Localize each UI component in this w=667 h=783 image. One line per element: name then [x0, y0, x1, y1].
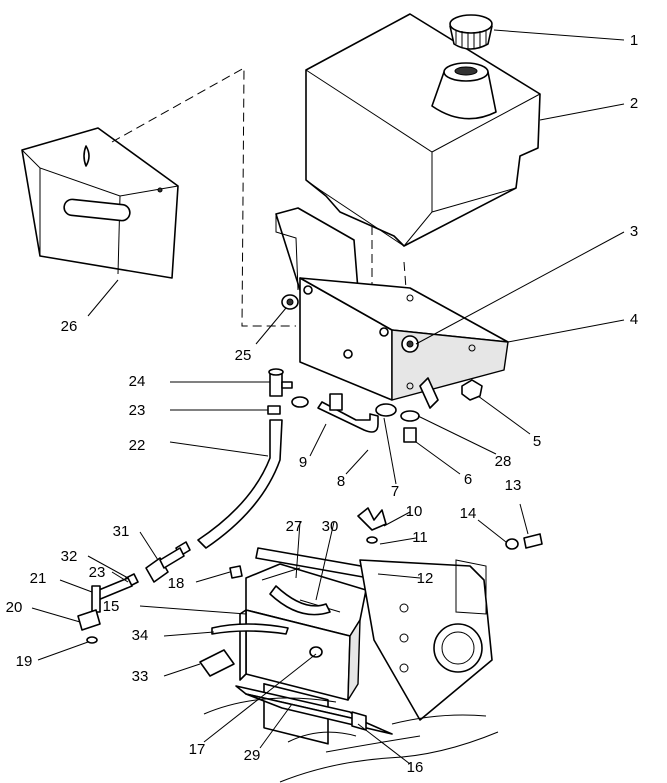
callout-34: 34 [132, 627, 149, 644]
callout-24: 24 [129, 373, 146, 390]
hose-clamp [267, 405, 281, 415]
callout-33: 33 [132, 668, 149, 685]
terminal-bolt [229, 565, 243, 579]
callout-27: 27 [286, 518, 303, 535]
tank-shield [21, 127, 179, 279]
callout-21: 21 [30, 570, 47, 587]
callout-16: 16 [407, 759, 424, 776]
callout-22: 22 [129, 437, 146, 454]
battery-cable [211, 623, 289, 635]
fuel-tank [305, 13, 541, 247]
wing-nut [357, 507, 387, 531]
washer [505, 538, 519, 550]
fuel-shutoff-valve [268, 368, 293, 397]
callout-10: 10 [406, 503, 423, 520]
fuel-hose-upper [291, 393, 397, 433]
fuel-filter [145, 541, 191, 583]
leader-lines [31, 29, 625, 765]
callout-31: 31 [113, 523, 130, 540]
callout-6: 6 [464, 471, 472, 488]
callout-29: 29 [244, 747, 261, 764]
bolt [403, 427, 417, 443]
callout-28: 28 [495, 453, 512, 470]
callout-30: 30 [322, 518, 339, 535]
tank-bracket [275, 207, 509, 409]
callout-18: 18 [168, 575, 185, 592]
callout-11: 11 [412, 529, 428, 546]
callout-23: 23 [129, 402, 146, 419]
callout-4: 4 [630, 311, 638, 328]
washer [366, 536, 378, 544]
callout-3: 3 [630, 223, 638, 240]
callout-19: 19 [16, 653, 33, 670]
callout-numbers: 1234567891011121314151617181920212223232… [6, 32, 639, 776]
callout-14: 14 [460, 505, 477, 522]
callout-5: 5 [533, 433, 541, 450]
callout-23: 23 [89, 564, 106, 581]
fuel-fitting [77, 585, 101, 644]
callout-20: 20 [6, 599, 23, 616]
bolt [523, 533, 543, 549]
callout-32: 32 [61, 548, 78, 565]
callout-7: 7 [391, 483, 399, 500]
wire-connector [199, 649, 235, 677]
callout-9: 9 [299, 454, 307, 471]
callout-26: 26 [61, 318, 78, 335]
callout-2: 2 [630, 95, 638, 112]
fuel-cap [449, 14, 493, 50]
callout-8: 8 [337, 473, 345, 490]
frame-plate [359, 559, 493, 721]
callout-13: 13 [505, 477, 522, 494]
callout-12: 12 [417, 570, 434, 587]
nut [461, 379, 483, 401]
grommet [281, 294, 299, 310]
callout-1: 1 [630, 32, 638, 49]
fuel-hose-lower [197, 419, 283, 549]
battery-box [235, 609, 393, 735]
callout-15: 15 [103, 598, 120, 615]
callout-17: 17 [189, 741, 206, 758]
washer [400, 410, 420, 422]
callout-25: 25 [235, 347, 252, 364]
terminal-nut [309, 646, 323, 658]
